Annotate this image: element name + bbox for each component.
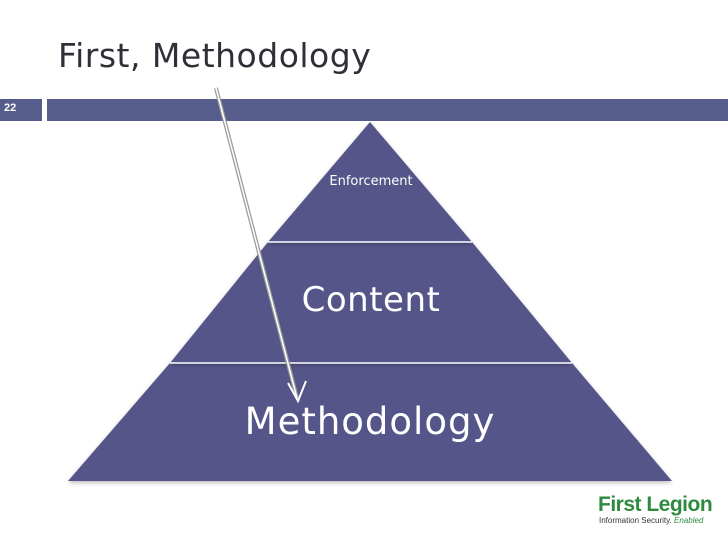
pyramid-tier-bottom [68, 363, 672, 481]
pointer-arrow-head [287, 380, 307, 404]
tier-label-methodology: Methodology [244, 400, 496, 443]
logo-name: First Legion [598, 493, 713, 516]
pyramid-tier-top [268, 122, 472, 242]
slide-title: First, Methodology [58, 36, 372, 75]
logo-tagline: Information Security. Enabled [599, 516, 708, 525]
page-number: 22 [4, 102, 17, 114]
tier-label-enforcement: Enforcement [329, 174, 413, 189]
logo-tagline-emphasis: Enabled [674, 516, 704, 525]
page-number-box: 22 [0, 99, 42, 121]
pyramid-tier-middle [170, 242, 572, 363]
tier-label-content: Content [301, 280, 441, 320]
first-legion-logo: First Legion Information Security. Enabl… [598, 493, 713, 526]
title-accent-bar [47, 99, 728, 121]
logo-tagline-text: Information Security. [599, 516, 672, 525]
